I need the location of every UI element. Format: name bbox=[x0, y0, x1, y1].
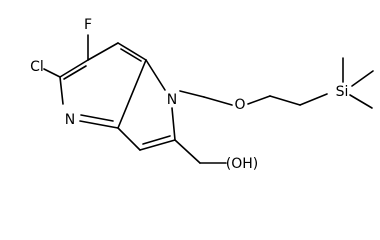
chemical-structure-diagram: F Cl N N O Si (OH) bbox=[30, 17, 374, 172]
bond-c-cl bbox=[43, 68, 61, 78]
bond-c2-ch2 bbox=[174, 139, 201, 164]
hydroxyl-open-paren: ( bbox=[226, 156, 231, 172]
fluorine-label: F bbox=[84, 17, 92, 33]
bond-si-methyl-right bbox=[351, 70, 374, 87]
bond-c5-c6-outer bbox=[59, 59, 89, 78]
bond-n1-ch2 bbox=[179, 90, 205, 98]
molecule-drawing: F Cl N N O Si (OH) bbox=[30, 17, 374, 172]
bond-ch2-ch2 bbox=[269, 95, 301, 106]
bond-o-ch2 bbox=[247, 95, 271, 105]
bond-n1-c2 bbox=[171, 107, 176, 141]
bond-c3-c2-outer bbox=[139, 139, 176, 151]
bond-ch2-si bbox=[299, 93, 328, 106]
hydroxyl-label: (OH) bbox=[226, 156, 258, 172]
bond-c7-c7a-inner bbox=[120, 48, 142, 62]
bond-c3a-c3 bbox=[117, 127, 141, 151]
chlorine-label: Cl bbox=[30, 59, 44, 75]
bond-c3-c2-inner bbox=[142, 135, 171, 145]
bond-c3a-c7a bbox=[117, 59, 147, 129]
bond-n4-c3a-outer bbox=[79, 120, 119, 129]
hydroxyl-close-paren: ) bbox=[253, 156, 258, 172]
pyridine-nitrogen-label: N bbox=[65, 112, 75, 128]
bond-si-methyl-bottom bbox=[349, 94, 373, 109]
bond-lines bbox=[43, 34, 374, 164]
hydroxyl-group: OH bbox=[231, 156, 253, 172]
bond-c7-c7a-outer bbox=[117, 42, 147, 61]
bond-c5-c6-inner bbox=[63, 65, 87, 80]
bond-ch2-o bbox=[203, 96, 233, 106]
bond-n4-c3a-inner bbox=[80, 114, 114, 122]
pyrrole-nitrogen-label: N bbox=[167, 92, 177, 108]
ether-oxygen-label: O bbox=[234, 97, 245, 113]
bond-c7a-n1 bbox=[145, 59, 166, 91]
bond-c5-n4 bbox=[59, 76, 64, 105]
atom-labels: F Cl N N O Si (OH) bbox=[30, 17, 348, 172]
bond-c6-c7 bbox=[87, 42, 119, 61]
silicon-label: Si bbox=[336, 84, 349, 100]
